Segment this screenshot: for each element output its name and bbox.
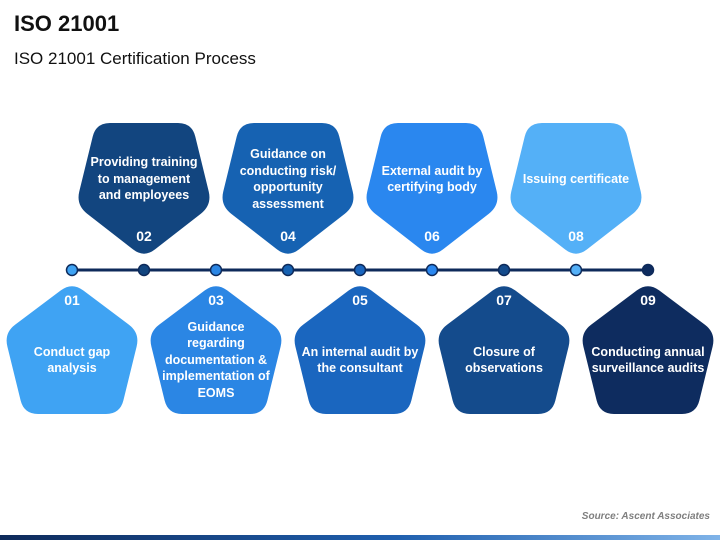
step-label: Conducting annual surveillance audits (591, 344, 705, 376)
page-title: ISO 21001 (14, 11, 120, 36)
timeline-dot-01 (65, 263, 79, 277)
step-number: 09 (640, 292, 656, 308)
step-label: Guidance regarding documentation & imple… (162, 319, 270, 400)
step-number: 02 (136, 228, 152, 244)
step-05-pentagon (294, 286, 426, 414)
step-label: Closure of observations (465, 344, 543, 376)
step-04-pentagon (222, 123, 354, 254)
step-number: 04 (280, 228, 296, 244)
timeline-dot-03 (209, 263, 223, 277)
timeline-dot-02 (137, 263, 151, 277)
timeline-dot-06 (425, 263, 439, 277)
step-label: Guidance on conducting risk/ opportunity… (239, 147, 337, 211)
step-label: Providing training to management and emp… (90, 155, 198, 202)
timeline-dot-05 (353, 263, 367, 277)
step-09-pentagon (582, 286, 714, 414)
step-08-pentagon (510, 123, 642, 254)
step-number: 06 (424, 228, 440, 244)
step-number: 05 (352, 292, 368, 308)
step-label: Conduct gap analysis (33, 344, 111, 376)
step-03-pentagon (150, 286, 282, 414)
step-01-pentagon (6, 286, 138, 414)
timeline-dot-09 (641, 263, 655, 277)
source-note: Source: Ascent Associates (581, 511, 710, 522)
step-number: 08 (568, 228, 584, 244)
timeline-dot-07 (497, 263, 511, 277)
bottom-accent-bar (0, 535, 720, 540)
step-label: Issuing certificate (522, 171, 630, 186)
step-number: 01 (64, 292, 80, 308)
step-number: 03 (208, 292, 224, 308)
timeline-dot-08 (569, 263, 583, 277)
step-02-pentagon (78, 123, 210, 254)
step-shapes (6, 123, 714, 414)
step-06-pentagon (366, 123, 498, 254)
step-label: External audit by certifying body (381, 163, 483, 195)
timeline-dot-04 (281, 263, 295, 277)
timeline-dots (65, 263, 655, 277)
step-label: An internal audit by the consultant (301, 344, 419, 376)
step-07-pentagon (438, 286, 570, 414)
page-subtitle: ISO 21001 Certification Process (14, 49, 256, 68)
step-number: 07 (496, 292, 512, 308)
